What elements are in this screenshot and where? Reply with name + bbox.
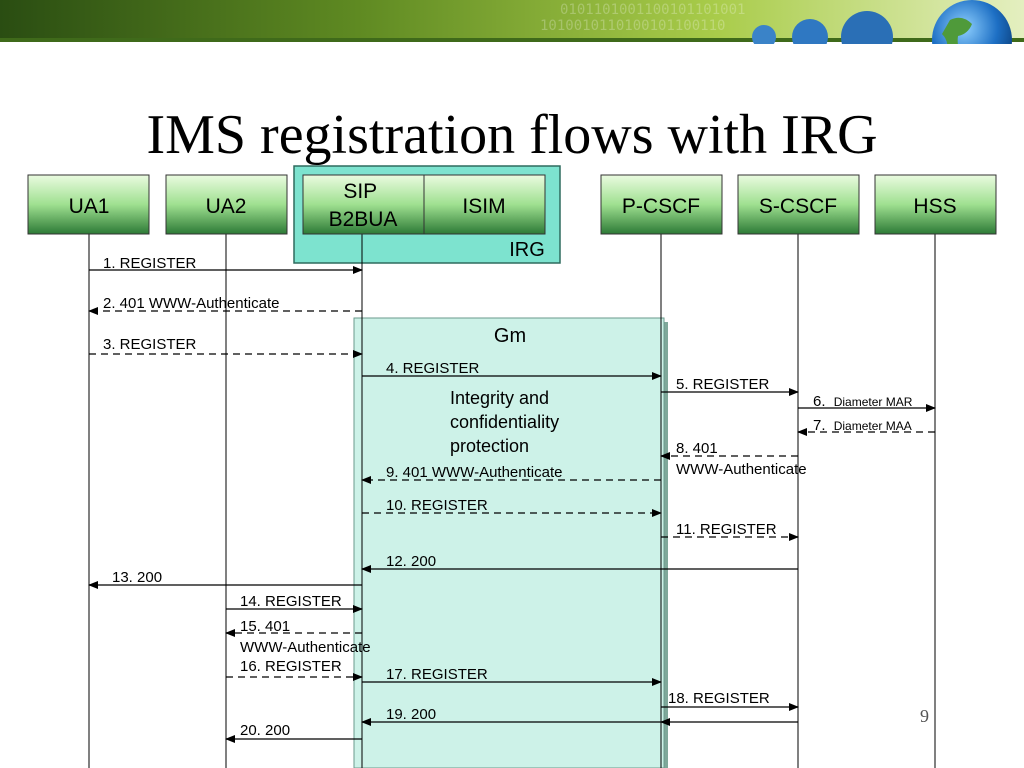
message-line-15: WWW-Authenticate [240, 639, 371, 656]
entity-ua2-box [165, 174, 288, 235]
message-label-1: 1. REGISTER [103, 255, 197, 272]
entity-sip-b2bua-label: SIP B2BUA [329, 180, 398, 231]
message-label-2: 2. 401 WWW-Authenticate [103, 295, 279, 312]
entity-sip-b2bua-box [302, 174, 425, 235]
entity-isim-label: ISIM [462, 195, 505, 218]
message-label-15: 15. 401 WWW-Authenticate [240, 618, 371, 656]
entity-pcscf-box [600, 174, 723, 235]
entity-sip-b2bua-line: B2BUA [329, 208, 398, 231]
bubble-icon [841, 11, 893, 44]
message-text-6: Diameter MAR [834, 395, 913, 409]
message-line-8: WWW-Authenticate [676, 461, 807, 478]
message-label-3: 3. REGISTER [103, 336, 197, 353]
slide-title: IMS registration flows with IRG [146, 104, 878, 166]
header-banner: 0101101001100101101001 10100101101001011… [0, 0, 1024, 44]
message-text-7: Diameter MAA [834, 419, 912, 433]
message-number-6: 6. [813, 393, 826, 410]
globe-landmass [942, 17, 972, 44]
gm-region [353, 317, 665, 768]
entity-scscf-box [737, 174, 860, 235]
protection-line: confidentiality [450, 412, 559, 432]
entity-isim-box [423, 174, 546, 235]
message-label-13: 13. 200 [112, 569, 162, 586]
protection-line: Integrity and [450, 388, 549, 408]
message-label-19: 19. 200 [386, 706, 436, 723]
message-line-8: 8. 401 [676, 440, 718, 457]
message-label-16: 16. REGISTER [240, 658, 342, 675]
entity-ua1-box [27, 174, 150, 235]
message-line-15: 15. 401 [240, 618, 290, 635]
entity-scscf-label: S-CSCF [759, 195, 837, 218]
svg-text:1010010110100101100110: 1010010110100101100110 [540, 18, 725, 34]
entity-pcscf-label: P-CSCF [622, 195, 700, 218]
entity-ua1-label: UA1 [69, 195, 110, 218]
message-label-12: 12. 200 [386, 553, 436, 570]
message-label-11: 11. REGISTER [676, 521, 777, 538]
irg-label: IRG [509, 239, 545, 261]
message-label-20: 20. 200 [240, 722, 290, 739]
message-label-4: 4. REGISTER [386, 360, 480, 377]
protection-line: protection [450, 436, 529, 456]
entity-ua2-label: UA2 [206, 195, 247, 218]
message-label-5: 5. REGISTER [676, 376, 770, 393]
message-label-9: 9. 401 WWW-Authenticate [386, 464, 562, 481]
bubble-icon [792, 19, 828, 44]
entity-hss-label: HSS [913, 195, 956, 218]
entity-hss-box [874, 174, 997, 235]
message-label-14: 14. REGISTER [240, 593, 342, 610]
protection-label: Integrity and confidentiality protection [450, 388, 564, 456]
entity-sip-b2bua-line: SIP [343, 180, 376, 203]
slide-number: 9 [920, 706, 929, 726]
gm-label: Gm [494, 325, 526, 347]
message-number-7: 7. [813, 417, 826, 434]
message-label-10: 10. REGISTER [386, 497, 488, 514]
bubble-icon [752, 25, 776, 44]
binary-pattern: 0101101001100101101001 10100101101001011… [540, 2, 745, 34]
message-label-6: 6. Diameter MAR [813, 393, 913, 410]
banner-bottom-edge [0, 38, 1024, 42]
message-label-18: 18. REGISTER [668, 690, 770, 707]
message-label-17: 17. REGISTER [386, 666, 488, 683]
message-label-7: 7. Diameter MAA [813, 417, 912, 434]
message-label-8: 8. 401 WWW-Authenticate [676, 440, 807, 478]
svg-text:0101101001100101101001: 0101101001100101101001 [560, 2, 745, 18]
